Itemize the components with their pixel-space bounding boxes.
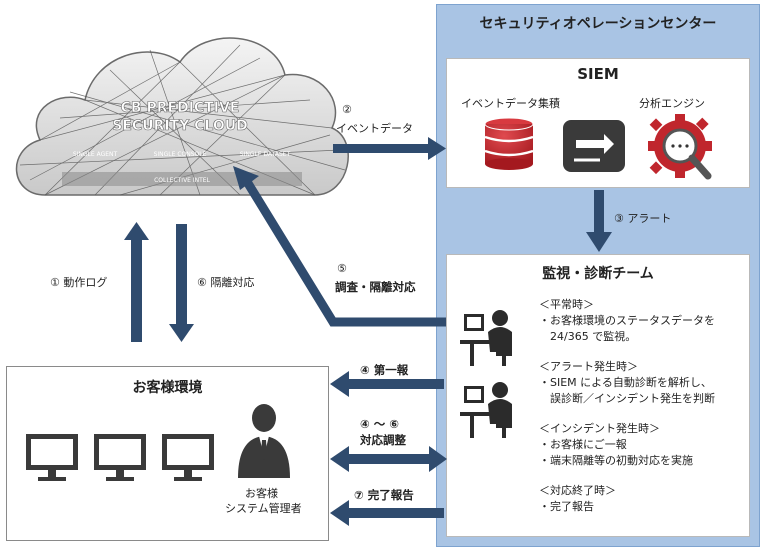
first-report-label: ④ 第一報	[360, 363, 409, 377]
event-data-label: イベントデータ	[336, 122, 413, 135]
team-section-line: ・お客様にご一報	[539, 438, 627, 451]
investigation-label: 調査・隔離対応	[335, 280, 416, 294]
first-report-arrow	[330, 371, 444, 397]
alert-label: ③ アラート	[614, 212, 672, 225]
team-title: 監視・診断チーム	[542, 266, 654, 282]
siem-title: SIEM	[577, 65, 619, 83]
customer-admin-label: システム管理者	[225, 502, 302, 515]
team-section-header: ＜平常時＞	[539, 298, 594, 311]
team-section-header: ＜アラート発生時＞	[539, 360, 638, 373]
event-data-arrow	[333, 137, 446, 160]
team-section-header: ＜インシデント発生時＞	[539, 422, 660, 435]
cloud-title-1: CB PREDICTIVE	[121, 100, 240, 116]
event-data-number: ②	[342, 103, 352, 116]
isolation-arrow	[169, 224, 194, 342]
coordination-arrow	[330, 446, 447, 472]
monitor-icon	[94, 434, 146, 481]
team-section-line: ・完了報告	[539, 500, 594, 513]
monitor-icon	[162, 434, 214, 481]
completion-report-arrow	[330, 500, 444, 526]
team-section-line: ・SIEM による自動診断を解析し、	[539, 376, 712, 389]
siem-item-db-label: イベントデータ集積	[461, 97, 560, 110]
team-section-line: ・端末隔離等の初動対応を実施	[539, 454, 693, 467]
alert-arrow	[586, 190, 612, 252]
magnifier-gear-icon	[648, 114, 712, 180]
cloud-title-2: SECURITY CLOUD	[112, 118, 247, 134]
team-section-header: ＜対応終了時＞	[539, 484, 616, 497]
investigation-number: ⑤	[337, 262, 347, 275]
operation-log-arrow	[124, 222, 149, 342]
database-icon	[484, 117, 534, 170]
monitoring-team-box: 監視・診断チーム ＜平常時＞ ・お客様環境のステータスデータを 24/365 で…	[446, 254, 750, 537]
operator-icon	[460, 310, 512, 366]
cloud-base: COLLECTIVE INTEL	[154, 177, 211, 184]
security-cloud-icon: CB PREDICTIVE SECURITY CLOUD SINGLE AGEN…	[15, 37, 349, 196]
cloud-sub-dataset: SINGLE DATASET	[240, 151, 291, 158]
sync-arrows-icon	[563, 120, 625, 172]
operation-log-label: ① 動作ログ	[50, 276, 108, 289]
operator-icon	[460, 382, 512, 438]
investigation-arrow	[233, 166, 446, 327]
monitor-icon	[26, 434, 78, 481]
coordination-number: ④ 〜 ⑥	[360, 417, 399, 431]
soc-title: セキュリティオペレーションセンター	[479, 16, 717, 32]
cloud-sub-console: SINGLE CONSOLE	[154, 151, 207, 158]
customer-admin-label: お客様	[245, 487, 278, 500]
env-title: お客様環境	[132, 380, 203, 396]
isolation-label: ⑥ 隔離対応	[197, 276, 255, 289]
coordination-label: 対応調整	[360, 433, 406, 447]
completion-report-label: ⑦ 完了報告	[354, 488, 414, 502]
cloud-sub-agent: SINGLE AGENT	[73, 151, 118, 158]
team-section-line: 誤診断／インシデント発生を判断	[539, 392, 715, 405]
admin-person-icon	[238, 404, 290, 478]
team-section-line: ・お客様環境のステータスデータを	[539, 314, 715, 327]
siem-item-engine-label: 分析エンジン	[639, 97, 705, 110]
team-section-line: 24/365 で監視。	[539, 330, 637, 343]
